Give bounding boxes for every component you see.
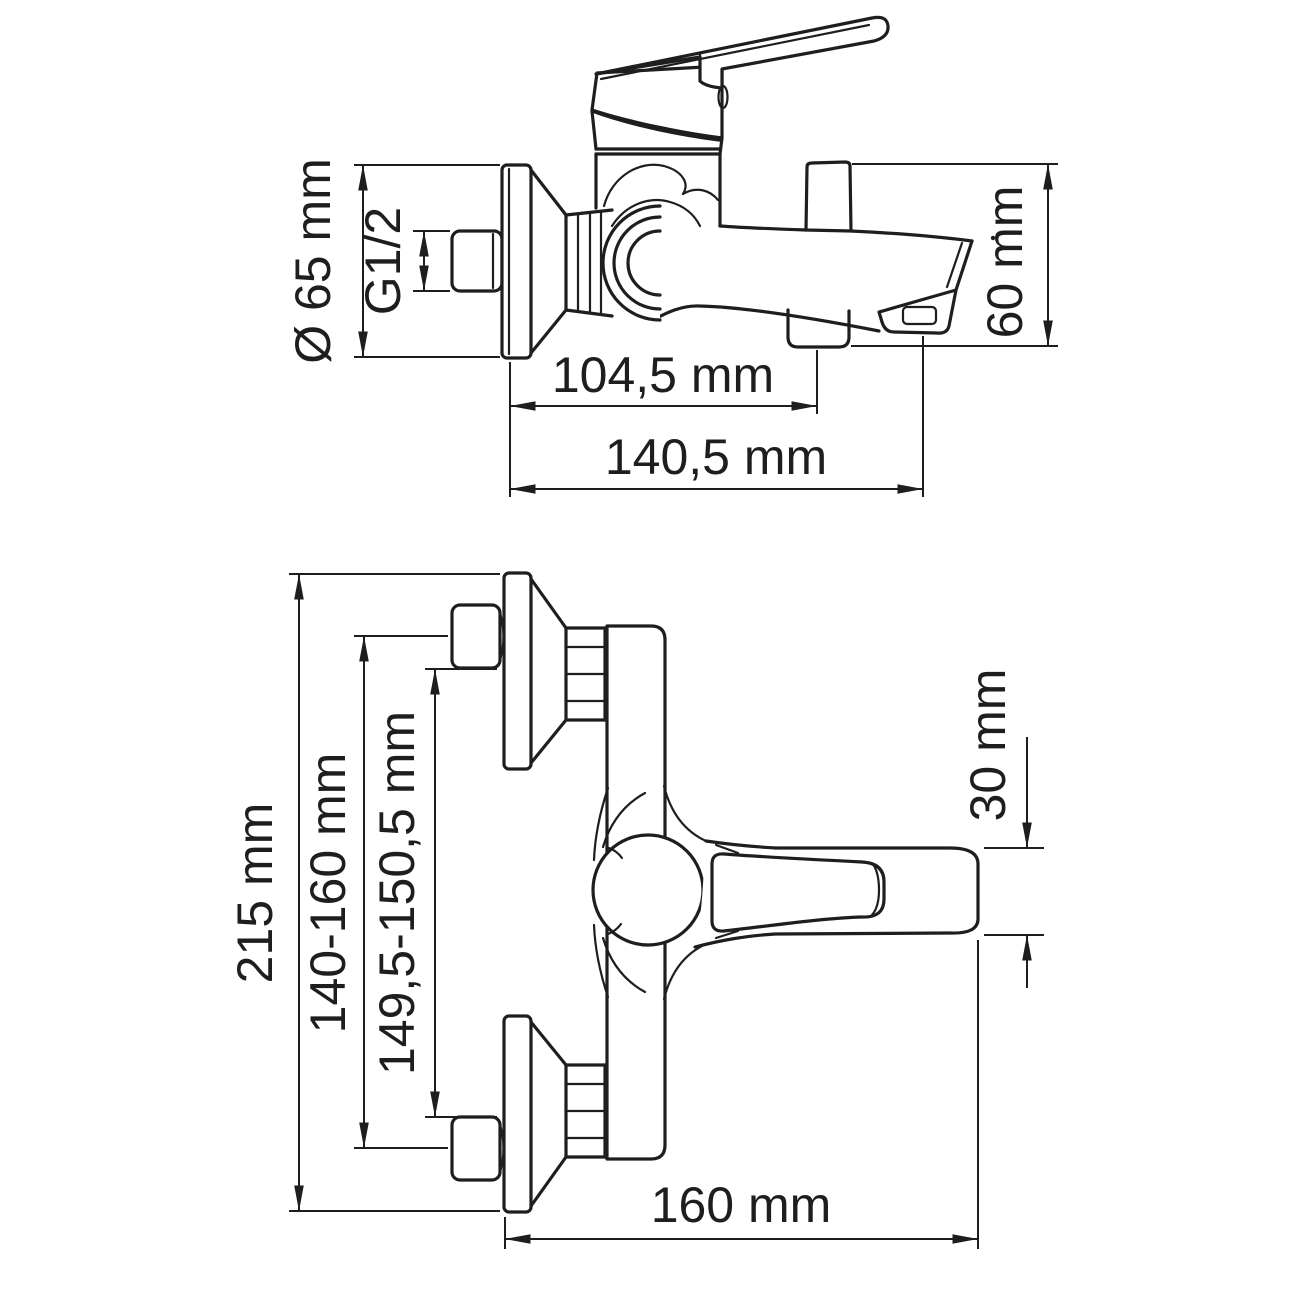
dim-flange-diameter: Ø 65 mm [285,158,500,364]
cartridge-collar [590,109,724,156]
dim-label-wall-to-shower-outlet: 104,5 mm [552,347,774,403]
side-view: Ø 65 mm G1/2 104,5 mm 140,5 mm 60 m [285,15,1058,497]
dim-wall-to-shower-outlet: 104,5 mm [509,347,818,497]
dim-label-supply-centers: 140-160 mm [300,753,356,1034]
dim-supply-centers: 140-160 mm [300,635,448,1149]
diverter-knob [804,160,853,233]
lever-handle-plan [693,839,980,949]
wall-flange-bottom [502,1014,607,1214]
dim-label-overall-depth: 160 mm [651,1177,832,1233]
dim-label-thread-size: G1/2 [355,207,411,315]
dim-wall-to-spout-tip: 140,5 mm [510,336,924,497]
lever-grip-slot [710,852,886,933]
shower-outlet [786,308,851,349]
dim-thread-size: G1/2 [355,207,450,315]
dim-overall-depth: 160 mm [504,940,979,1249]
union-nut-ring [601,204,662,322]
g12-connector [450,229,504,293]
cartridge-dome [591,833,705,947]
dim-label-flange-diameter: Ø 65 mm [285,158,341,364]
dim-label-flange-centers: 149,5-150,5 mm [369,711,425,1075]
g12-connector-top [450,603,505,670]
wall-flange [500,163,533,360]
spout-speck [990,235,996,241]
mounting-collar [564,208,614,318]
faucet-body [594,152,881,333]
dim-label-wall-to-spout-tip: 140,5 mm [605,429,827,485]
dim-spout-height: 60 mm [851,163,1058,347]
dim-label-handle-end-width: 30 mm [960,669,1016,822]
spout [718,224,996,292]
wall-flange-top [502,571,607,771]
dim-label-spout-height: 60 mm [977,186,1033,339]
aerator [877,288,958,335]
dim-label-overall-width: 215 mm [227,803,283,984]
dim-handle-end-width: 30 mm [960,669,1044,988]
plan-view: 215 mm 140-160 mm 149,5-150,5 mm 30 mm [227,571,1044,1249]
g12-connector-bottom [450,1115,505,1182]
dim-overall-width: 215 mm [227,573,500,1212]
dim-flange-centers: 149,5-150,5 mm [369,668,497,1118]
flange-cone [529,168,568,355]
lever-handle [594,15,890,110]
